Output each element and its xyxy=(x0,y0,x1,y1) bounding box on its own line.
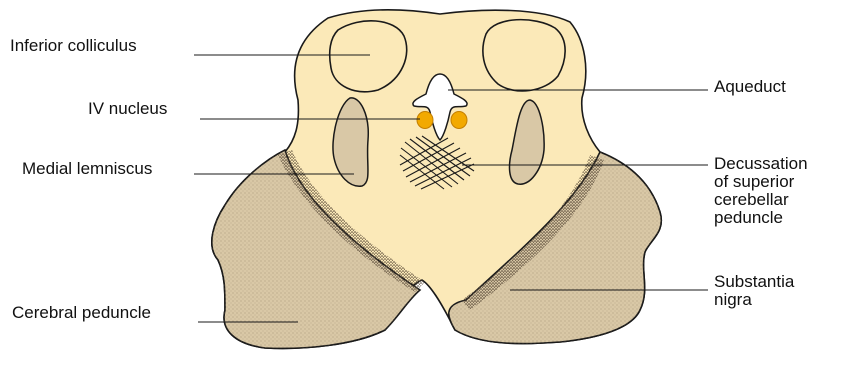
label-inferior-colliculus: Inferior colliculus xyxy=(10,37,137,55)
iv-nucleus-left xyxy=(417,112,433,129)
label-substantia-nigra: Substantia nigra xyxy=(714,273,794,309)
label-iv-nucleus: IV nucleus xyxy=(88,100,167,118)
label-cerebral-peduncle: Cerebral peduncle xyxy=(12,304,151,322)
label-decussation: Decussation of superior cerebellar pedun… xyxy=(714,155,808,227)
iv-nucleus-right xyxy=(451,112,467,129)
label-aqueduct: Aqueduct xyxy=(714,78,786,96)
label-medial-lemniscus: Medial lemniscus xyxy=(22,160,152,178)
